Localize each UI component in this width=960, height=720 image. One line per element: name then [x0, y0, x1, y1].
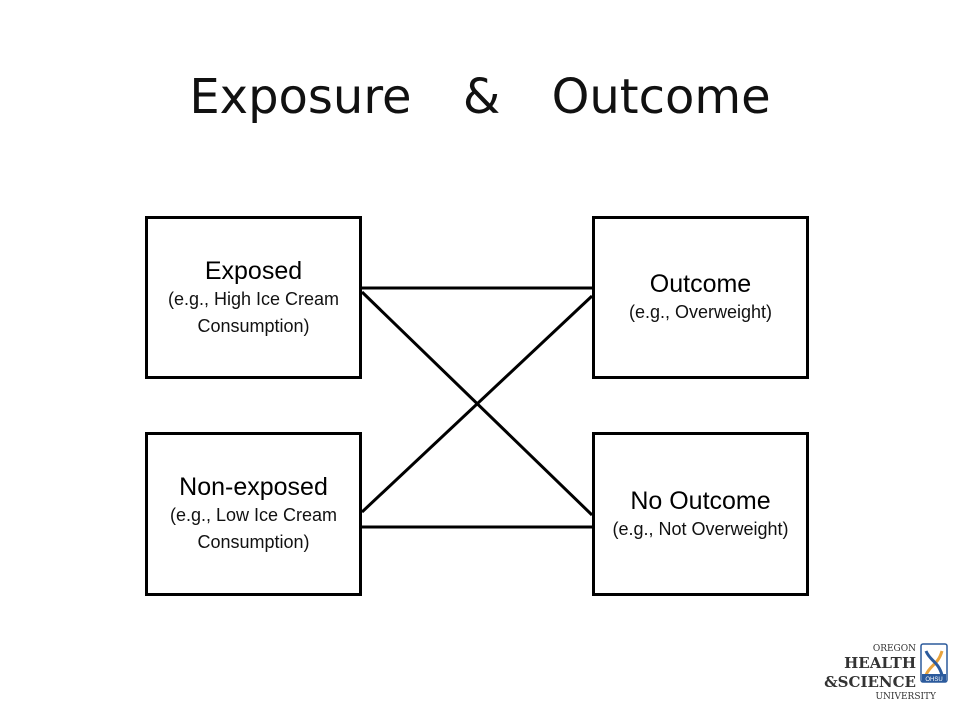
logo-line-health: HEALTH — [844, 654, 916, 672]
ohsu-logo: OREGON HEALTH &SCIENCE UNIVERSITY OHSU — [824, 643, 948, 705]
page-title: Exposure&Outcome — [0, 62, 960, 132]
node-outcome: Outcome (e.g., Overweight) — [592, 216, 809, 379]
node-outcome-example: (e.g., Overweight) — [628, 302, 773, 322]
node-exposed-example: (e.g., High Ice Cream Consumption) — [167, 288, 340, 336]
node-exposed: Exposed (e.g., High Ice Cream Consumptio… — [145, 216, 362, 379]
node-exposed-label: Exposed — [204, 256, 303, 285]
node-no-outcome-label: No Outcome — [630, 486, 771, 515]
node-no-outcome-example: (e.g., Not Overweight) — [612, 518, 789, 539]
title-exposure: Exposure — [189, 69, 412, 125]
ohsu-shield-icon: OHSU — [920, 643, 948, 683]
node-outcome-label: Outcome — [649, 270, 752, 298]
edge-nonexposed-outcome — [360, 294, 594, 514]
title-outcome: Outcome — [551, 69, 771, 125]
title-ampersand: & — [462, 69, 501, 125]
node-non-exposed-label: Non-exposed — [179, 473, 328, 501]
node-non-exposed: Non-exposed (e.g., Low Ice Cream Consump… — [145, 432, 362, 596]
logo-line-oregon: OREGON — [872, 644, 916, 654]
node-non-exposed-example: (e.g., Low Ice Cream Consumption) — [169, 505, 338, 552]
logo-badge-text: OHSU — [925, 677, 942, 683]
logo-line-university: UNIVERSITY — [875, 692, 936, 702]
node-no-outcome: No Outcome (e.g., Not Overweight) — [592, 432, 809, 596]
logo-line-science: &SCIENCE — [824, 673, 916, 691]
